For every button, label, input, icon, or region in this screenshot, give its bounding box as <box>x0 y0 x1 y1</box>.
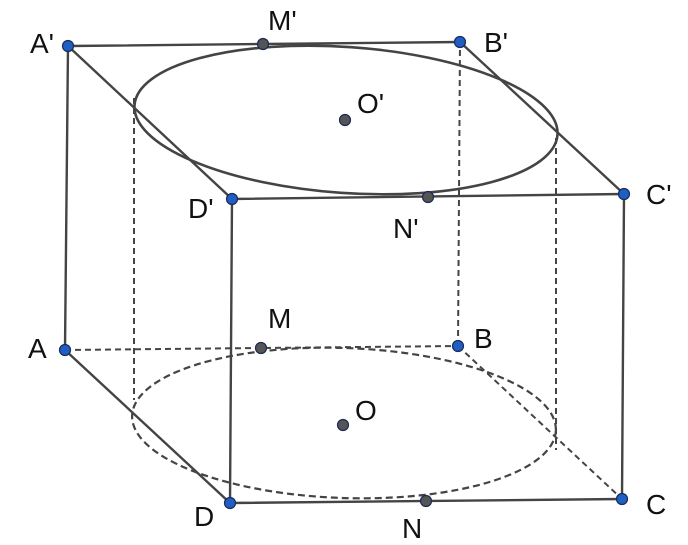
point-A-prime <box>61 39 75 53</box>
label-A-prime: A' <box>30 28 54 59</box>
point-M-prime <box>256 37 270 51</box>
label-O-prime: O' <box>357 88 384 119</box>
label-O: O <box>355 395 377 426</box>
label-B-prime: B' <box>484 27 508 58</box>
edge-B-C <box>457 345 623 500</box>
point-M <box>254 341 268 355</box>
point-D-prime <box>225 192 239 206</box>
point-N <box>419 494 433 508</box>
label-B: B <box>474 323 493 354</box>
label-A: A <box>28 333 47 364</box>
point-O <box>336 418 350 432</box>
edge-B-B-prime <box>457 41 461 347</box>
point-B-prime <box>453 35 467 49</box>
point-A <box>58 343 72 357</box>
top-base-ellipse <box>133 44 559 196</box>
edge-D-prime-A-prime <box>66 44 234 201</box>
edge-B-prime-C-prime <box>458 40 626 196</box>
label-N-prime: N' <box>393 213 419 244</box>
point-N-prime <box>421 190 435 204</box>
point-B <box>451 339 465 353</box>
point-C <box>615 492 629 506</box>
label-M-prime: M' <box>268 5 297 36</box>
label-N: N <box>402 513 422 544</box>
point-D <box>223 496 237 510</box>
point-C-prime <box>617 187 631 201</box>
label-M: M <box>268 303 291 334</box>
edge-A-B <box>64 345 459 351</box>
point-O-prime <box>338 113 352 127</box>
label-D-prime: D' <box>188 193 214 224</box>
label-C-prime: C' <box>646 179 672 210</box>
edge-A-D <box>63 348 232 505</box>
label-C: C <box>646 489 666 520</box>
edge-C-C-prime <box>620 192 626 501</box>
edge-A-A-prime <box>63 44 70 352</box>
edge-D-D-prime <box>228 197 234 505</box>
label-D: D <box>194 501 214 532</box>
